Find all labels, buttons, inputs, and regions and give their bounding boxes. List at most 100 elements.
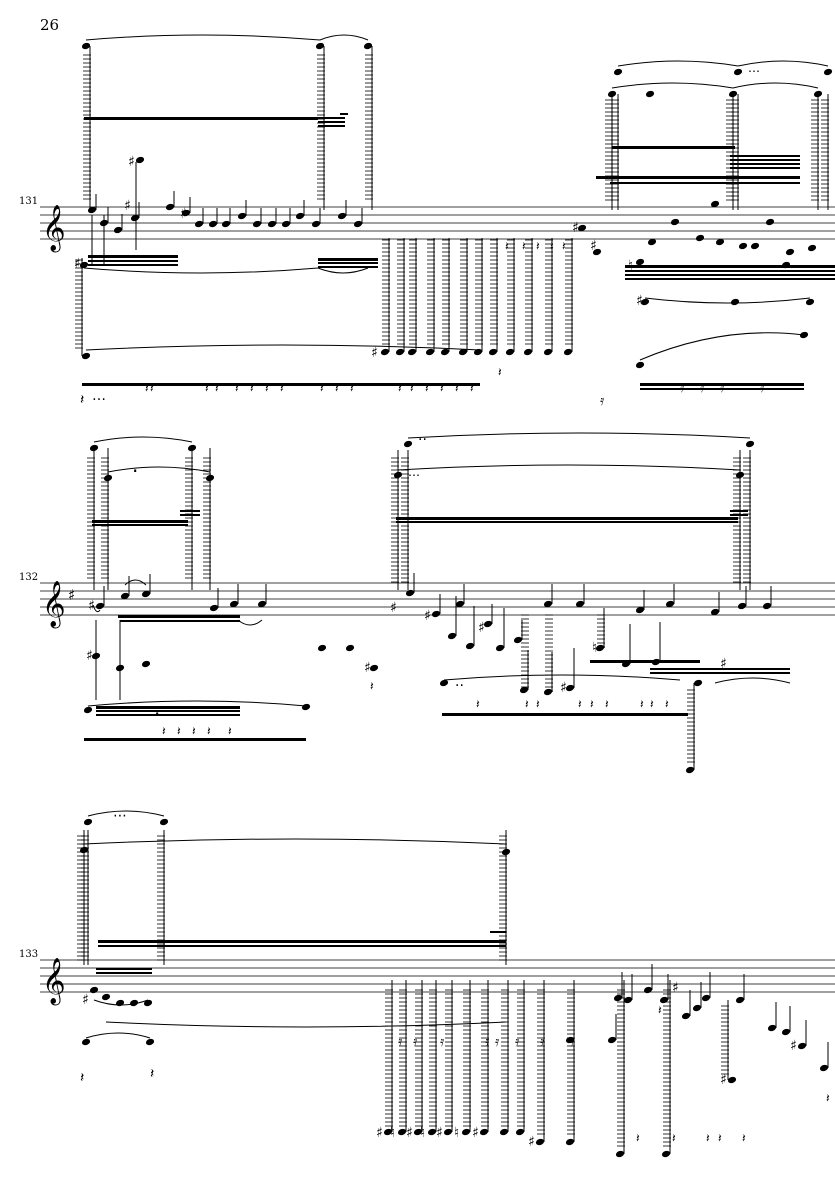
rest: 𝄽 (192, 724, 196, 738)
beam (180, 510, 200, 512)
notehead (221, 220, 231, 228)
notehead (443, 1128, 453, 1136)
rest: 𝄿 (680, 380, 685, 396)
beam (730, 155, 800, 157)
notehead (695, 234, 705, 242)
beam (96, 710, 240, 712)
notehead (413, 1128, 423, 1136)
measure-number-131: 131 (19, 196, 39, 207)
tie (397, 464, 741, 471)
sharp: ♯ (528, 1134, 535, 1150)
notehead (99, 219, 109, 227)
notehead (397, 1128, 407, 1136)
beam (650, 668, 790, 670)
bass-note (635, 361, 645, 369)
notehead (295, 212, 305, 220)
notehead (710, 608, 720, 616)
notehead (565, 684, 575, 692)
notehead (252, 220, 262, 228)
notehead (483, 620, 493, 628)
high-note (103, 474, 113, 482)
sharp: ♯ (88, 598, 95, 614)
rest: 𝄽 (536, 239, 540, 253)
notehead (737, 602, 747, 610)
rest: 𝄿 (700, 380, 705, 396)
notehead (730, 298, 740, 306)
notehead (693, 679, 703, 687)
beam (318, 117, 345, 119)
treble-clef: 𝄞 (42, 958, 66, 1006)
sharp: ♯ (720, 1072, 727, 1088)
notehead (237, 212, 247, 220)
notehead (267, 220, 277, 228)
rest: 𝄽 (578, 697, 582, 711)
rest: 𝄽 (228, 724, 232, 738)
sharp: ♯ (436, 1125, 443, 1141)
notehead (750, 242, 760, 250)
tie (92, 604, 101, 613)
notehead (647, 238, 657, 246)
tie (639, 332, 805, 361)
notehead (337, 212, 347, 220)
notehead (479, 1128, 489, 1136)
notehead (465, 642, 475, 650)
dot: . (154, 696, 160, 720)
notehead (621, 660, 631, 668)
top-note (315, 42, 325, 50)
measure-number-133: 133 (19, 949, 39, 960)
beam (610, 182, 800, 184)
notehead (781, 1028, 791, 1036)
notehead (670, 218, 680, 226)
notehead (819, 1064, 829, 1072)
note-stems (81, 46, 829, 1154)
notehead (505, 348, 515, 356)
notehead (635, 606, 645, 614)
notehead (535, 1138, 545, 1146)
notehead (715, 238, 725, 246)
notehead (543, 348, 553, 356)
notehead (431, 610, 441, 618)
tie (407, 432, 751, 439)
dots: … (748, 61, 760, 75)
rest: 𝄽 (590, 697, 594, 711)
rest: 𝄽 (536, 697, 540, 711)
notehead (643, 986, 653, 994)
noteheads (79, 42, 833, 1158)
rest: 𝄿 (398, 1034, 403, 1050)
notehead (488, 348, 498, 356)
natural: ♮ (628, 258, 633, 274)
rest: 𝄽 (658, 1003, 662, 1017)
bass-note (83, 706, 93, 714)
sharp: ♯ (364, 660, 371, 676)
natural: ♮ (390, 1125, 395, 1141)
rest: 𝄽 (605, 697, 609, 711)
notehead (145, 1038, 155, 1046)
notehead (87, 206, 97, 214)
notehead (519, 686, 529, 694)
notehead (607, 1036, 617, 1044)
dots: … (408, 465, 420, 479)
beam (442, 713, 688, 716)
notehead (141, 590, 151, 598)
rest: 𝄽 (250, 381, 254, 395)
beam (396, 517, 738, 520)
high-note (205, 474, 215, 482)
dots: .. (418, 428, 427, 444)
rest: 𝄽 (162, 724, 166, 738)
notehead (165, 203, 175, 211)
rest: 𝄿 (540, 1034, 545, 1050)
notehead (785, 248, 795, 256)
rest: 𝄽 (718, 1131, 722, 1145)
long-beam (84, 117, 318, 120)
notehead (405, 589, 415, 597)
beam (318, 262, 378, 264)
notehead (513, 636, 523, 644)
rest: 𝄽 (440, 381, 444, 395)
rest: 𝄽 (505, 239, 509, 253)
rest: 𝄿 (570, 1034, 575, 1050)
notehead (807, 244, 817, 252)
beam (596, 176, 800, 179)
rest: 𝄽 (205, 381, 209, 395)
rest: 𝄽 (320, 381, 324, 395)
notehead (565, 1138, 575, 1146)
